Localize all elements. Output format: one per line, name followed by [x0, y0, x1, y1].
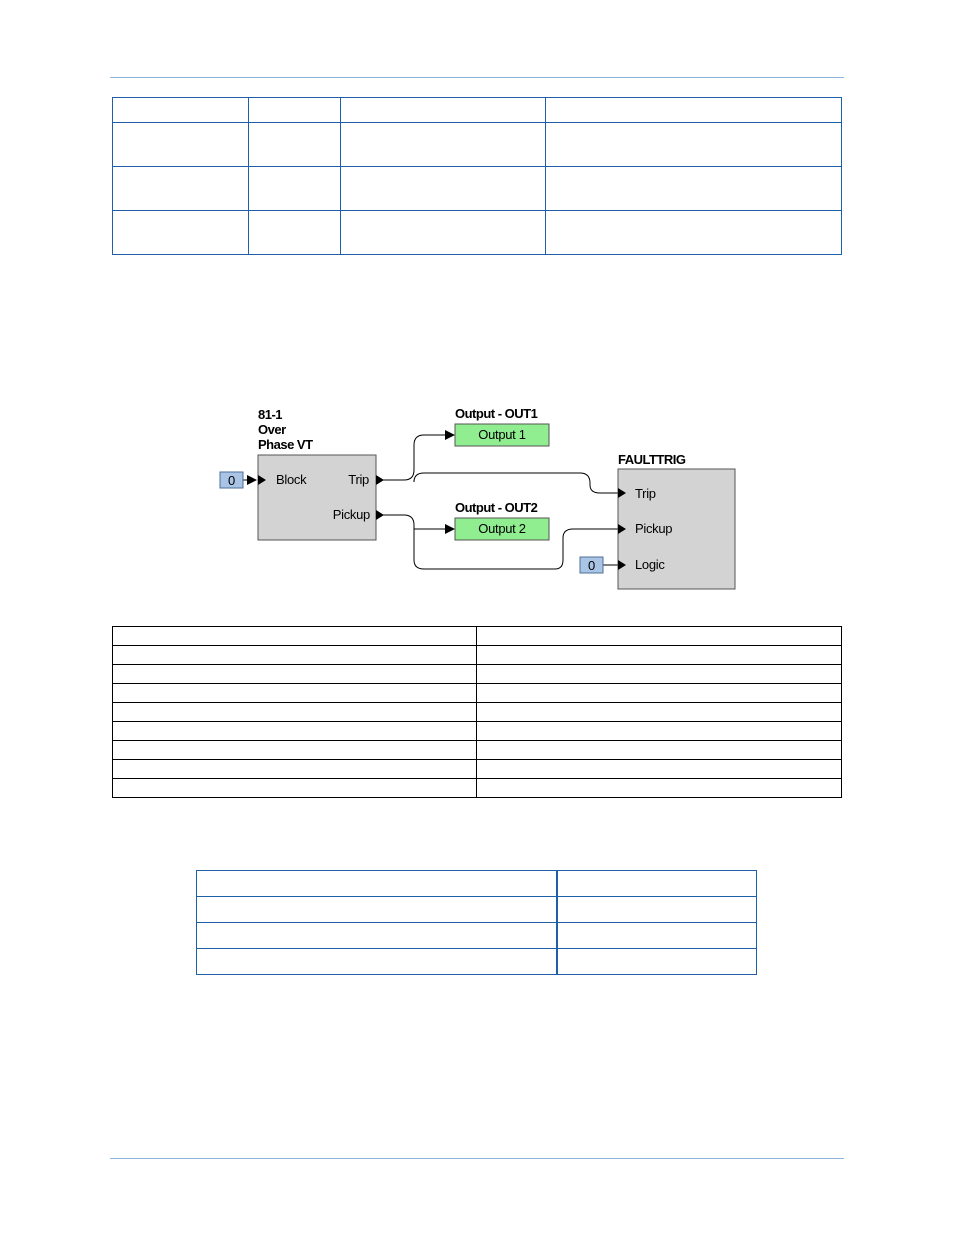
faulttrig-label-pickup: Pickup — [635, 521, 672, 536]
const-block-input[interactable]: 0 — [219, 471, 244, 489]
element-title-line-3: Phase VT — [258, 437, 313, 452]
faulttrig-title: FAULTTRIG — [618, 452, 686, 467]
const-block-value: 0 — [228, 473, 235, 488]
table-row — [112, 721, 842, 741]
faulttrig-label-logic: Logic — [635, 557, 665, 572]
out2-label: Output 2 — [478, 521, 526, 536]
table-row — [112, 626, 842, 646]
wire-trip-to-out1 — [376, 430, 455, 481]
wire-pickup-to-faulttrig — [413, 524, 629, 570]
table-row — [112, 759, 842, 779]
table-row — [112, 664, 842, 684]
faulttrig-pin-pickup — [618, 524, 626, 534]
input-label-block: Block — [276, 472, 307, 487]
table-top — [112, 97, 842, 255]
faulttrig-pin-trip — [618, 488, 626, 498]
const-logic-value: 0 — [588, 558, 595, 573]
wire-pickup-to-out2 — [376, 514, 455, 534]
table-row — [196, 896, 757, 923]
table-row — [112, 778, 842, 798]
output-label-pickup: Pickup — [333, 507, 370, 522]
input-pin-block — [258, 475, 266, 485]
element-title-line-1: 81-1 — [258, 407, 282, 422]
out1-title: Output - OUT1 — [455, 406, 538, 421]
element-title-line-2: Over — [258, 422, 286, 437]
table-row — [112, 122, 842, 167]
table-row — [112, 740, 842, 760]
output-pin-pickup — [376, 510, 384, 520]
table-row — [112, 210, 842, 255]
faulttrig-element[interactable]: FAULTTRIG Trip Pickup Logic — [617, 452, 736, 590]
output-pin-trip — [376, 475, 384, 485]
output-label-trip: Trip — [348, 472, 369, 487]
out2-title: Output - OUT2 — [455, 500, 538, 515]
table-row — [112, 645, 842, 665]
table-row — [196, 870, 757, 897]
faulttrig-label-trip: Trip — [635, 486, 656, 501]
output-out2[interactable]: Output - OUT2 Output 2 — [454, 500, 550, 541]
out1-label: Output 1 — [478, 427, 526, 442]
table-row — [112, 683, 842, 703]
logic-diagram: 81-1 Over Phase VT Block Trip Pickup 0 O… — [219, 406, 736, 590]
footer-rule — [110, 1158, 844, 1159]
faulttrig-pin-logic — [618, 560, 626, 570]
table-row — [196, 922, 757, 949]
const-logic-input[interactable]: 0 — [579, 556, 604, 574]
output-out1[interactable]: Output - OUT1 Output 1 — [454, 406, 550, 447]
header-rule — [110, 77, 844, 78]
table-row — [196, 948, 757, 975]
table-bottom — [196, 870, 757, 975]
table-row — [112, 166, 842, 211]
element-81-1[interactable]: 81-1 Over Phase VT Block Trip Pickup — [257, 407, 384, 541]
table-row — [112, 97, 842, 123]
table-middle — [112, 626, 842, 798]
wire-trip-to-faulttrig — [413, 472, 629, 498]
element-81-1-box — [257, 454, 377, 541]
table-row — [112, 702, 842, 722]
wires — [243, 430, 629, 570]
